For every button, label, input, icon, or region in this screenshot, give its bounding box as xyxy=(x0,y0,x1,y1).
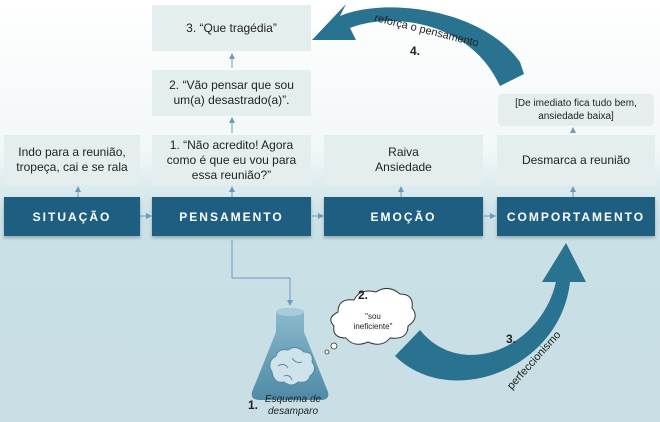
emocao-box: Raiva Ansiedade xyxy=(324,135,483,185)
schema-text: Esquema de desamparo xyxy=(264,394,322,417)
step4-number: 4. xyxy=(410,44,421,58)
pensamento1-box: 1. “Não acredito! Agora como é que eu vo… xyxy=(152,135,311,185)
consequencia-box: [De imediato fica tudo bem, ansiedade ba… xyxy=(498,94,654,126)
emocao-line1: Raiva xyxy=(388,145,419,159)
emocao-line2: Ansiedade xyxy=(375,160,432,174)
curved-arrow-reinforce xyxy=(312,4,524,86)
band-comportamento: COMPORTAMENTO xyxy=(497,197,655,236)
situacao-text: Indo para a reunião, tropeça, cai e se r… xyxy=(16,145,128,174)
situacao-box: Indo para a reunião, tropeça, cai e se r… xyxy=(4,135,140,185)
thought-text: "sou ineficiente" xyxy=(353,312,393,331)
pensamento1-text: 1. “Não acredito! Agora como é que eu vo… xyxy=(166,137,297,182)
brain-flask-icon xyxy=(251,308,329,400)
curved-arrow-perfectionism xyxy=(395,243,586,381)
pensamento3-box: 3. “Que tragédia” xyxy=(152,5,311,51)
arrow-pensamento-to-schema xyxy=(231,240,293,306)
step2-number: 2. xyxy=(358,288,369,302)
pensamento2-text: 2. “Vão pensar que sou um(a) desastrado(… xyxy=(169,78,294,107)
step1-number: 1. xyxy=(248,398,259,412)
step3-number: 3. xyxy=(506,332,517,346)
band-emocao: EMOÇÃO xyxy=(324,197,483,236)
thought-cloud-icon xyxy=(324,288,416,355)
band-situacao: SITUAÇÃO xyxy=(4,197,140,236)
consequencia-text: [De imediato fica tudo bem, ansiedade ba… xyxy=(515,98,637,122)
pensamento2-box: 2. “Vão pensar que sou um(a) desastrado(… xyxy=(152,70,311,116)
pensamento3-text: 3. “Que tragédia” xyxy=(186,20,277,35)
comportamento-box: Desmarca a reunião xyxy=(497,135,655,185)
band-pensamento: PENSAMENTO xyxy=(152,197,311,236)
comportamento-text: Desmarca a reunião xyxy=(521,152,631,167)
